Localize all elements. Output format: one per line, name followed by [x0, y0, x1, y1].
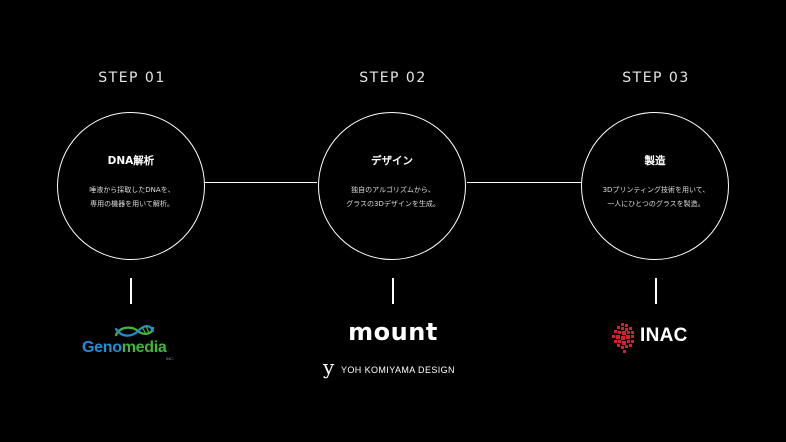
step-03-desc-line1: 3Dプリンティング技術を用いて、 — [602, 186, 710, 194]
inac-pixel-icon — [612, 323, 634, 353]
step-01-desc-line1: 唾液から採取したDNAを、 — [89, 186, 175, 194]
genomedia-wordmark-blue: Geno — [82, 339, 122, 356]
genomedia-wordmark-green: media — [121, 339, 167, 356]
inac-wordmark: INAC — [640, 325, 688, 346]
yoh-komiyama-design-wordmark: YOH KOMIYAMA DESIGN — [341, 365, 455, 375]
step-02-label: STEP 02 — [359, 70, 427, 86]
dna-helix-icon — [114, 325, 155, 337]
step-02-circle: デザイン 独自のアルゴリズムから、 グラスの3Dデザインを生成。 — [318, 112, 466, 260]
step-02-title: デザイン — [371, 155, 413, 167]
genomedia-wordmark: Genomedia — [82, 339, 167, 357]
step-02-description: 独自のアルゴリズムから、 グラスの3Dデザインを生成。 — [325, 183, 461, 211]
mount-logo: mount — [348, 318, 438, 346]
step-02-desc-line2: グラスの3Dデザインを生成。 — [346, 200, 440, 208]
step-01-title: DNA解析 — [107, 155, 155, 167]
step-03-title: 製造 — [644, 155, 666, 167]
step-03-description: 3Dプリンティング技術を用いて、 一人にひとつのグラスを製造。 — [588, 183, 724, 211]
connector-line-1-2 — [205, 182, 317, 183]
step-03-circle: 製造 3Dプリンティング技術を用いて、 一人にひとつのグラスを製造。 — [581, 112, 729, 260]
step-01-desc-line2: 専用の機器を用いて解析。 — [90, 200, 174, 208]
step-01-label: STEP 01 — [98, 70, 166, 86]
genomedia-logo: Genomedia INC. — [80, 322, 180, 362]
yoh-komiyama-mark: y — [323, 355, 335, 379]
step-03-vertical-line — [655, 278, 657, 304]
step-01-vertical-line — [130, 278, 132, 304]
step-03-label: STEP 03 — [622, 70, 690, 86]
step-01-circle: DNA解析 唾液から採取したDNAを、 専用の機器を用いて解析。 — [57, 112, 205, 260]
genomedia-suffix: INC. — [166, 356, 174, 361]
step-02-vertical-line — [392, 278, 394, 304]
connector-line-2-3 — [467, 182, 581, 183]
step-02-desc-line1: 独自のアルゴリズムから、 — [351, 186, 435, 194]
step-01-description: 唾液から採取したDNAを、 専用の機器を用いて解析。 — [64, 183, 200, 211]
step-03-desc-line2: 一人にひとつのグラスを製造。 — [607, 200, 705, 208]
